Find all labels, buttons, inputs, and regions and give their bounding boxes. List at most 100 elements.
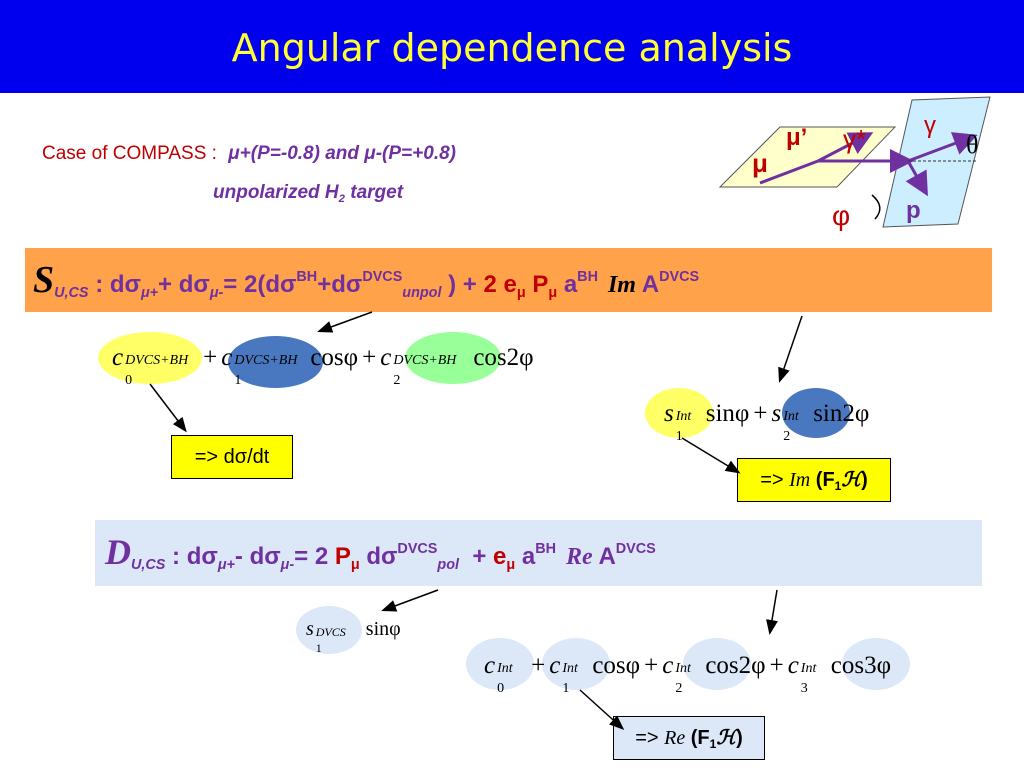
arrow-to-dsdt: [149, 383, 187, 433]
diff-p: P: [328, 542, 351, 570]
diff-colon: : d: [165, 542, 202, 570]
diff-eq: = 2: [294, 542, 329, 570]
diff-a-sup: BH: [535, 541, 556, 557]
re-box: => Re (F1ℋ): [613, 716, 765, 760]
arrow-to-c1: [317, 311, 373, 333]
re-box-f: (F: [685, 727, 710, 749]
arrow-to-im-box: [681, 437, 741, 474]
diff-sigma-3: σ: [381, 542, 398, 570]
sum-p: P: [525, 270, 549, 298]
diff-minus: - d: [234, 542, 265, 570]
sum-close: ) +: [441, 270, 477, 298]
proton-line: [905, 160, 928, 197]
sum-plus-2: +d: [317, 270, 346, 298]
s1: s: [664, 400, 674, 427]
cint2-c: c: [662, 652, 674, 679]
re-box-re: Re: [664, 727, 686, 749]
diff-sup-dvcs: DVCS: [397, 541, 438, 557]
s-plus: +: [753, 400, 768, 427]
c1-ellipse: [228, 336, 323, 388]
case-label: Case of COMPASS :: [42, 143, 217, 164]
target-prefix: unpolarized H: [213, 182, 339, 203]
s-dvcs-sin: sinφ: [365, 618, 401, 640]
c0-ellipse: [98, 332, 202, 384]
cint3-c: c: [787, 652, 799, 679]
s1-sub: 1: [675, 429, 683, 444]
diff-re: Re: [566, 543, 593, 570]
cos-2phi: cos2φ: [473, 344, 534, 371]
diff-e-sub: μ: [506, 556, 516, 573]
im-box-h: ℋ: [841, 469, 862, 491]
diff-symbol: D: [105, 531, 131, 572]
re-box-h: ℋ: [716, 727, 737, 749]
im-box-sub: 1: [834, 479, 842, 494]
arrow-to-re-box: [579, 689, 625, 731]
s-dvcs-sup: DVCS: [315, 625, 346, 639]
target-line: unpolarized H2 target: [213, 182, 403, 205]
cint-cos-2phi: cos2φ: [705, 652, 766, 679]
incoming-muon-line: [759, 159, 819, 185]
cint1-ellipse: [542, 638, 610, 690]
plus-2: +: [362, 344, 377, 371]
mu-label: μ: [752, 148, 768, 178]
diff-amp-sup: DVCS: [615, 541, 656, 557]
sum-formula: SU,CS : dσμ++ dσμ-= 2(dσBH+dσDVCSunpol )…: [33, 257, 699, 313]
sum-e-sub: μ: [516, 284, 526, 301]
sum-sigma-1: σ: [124, 270, 141, 298]
case-beams: μ+(P=-0.8) and μ-(P=+0.8): [228, 143, 456, 164]
sum-sigma-3: σ: [279, 270, 297, 298]
mu-prime-label: μ’: [786, 124, 808, 151]
sum-plus: + d: [158, 270, 194, 298]
scattered-muon-line: [817, 132, 874, 163]
diff-e: e: [486, 542, 507, 570]
arrow-to-s-dvcs: [381, 589, 439, 612]
sum-amp: A: [635, 270, 660, 298]
cint3-sup: Int: [800, 661, 817, 676]
c0: c: [112, 344, 124, 371]
cint0-sup: Int: [497, 661, 513, 676]
sum-formula-band: [25, 248, 992, 312]
arrow-to-s2: [778, 315, 803, 383]
sum-sub-unpol: unpol: [402, 284, 442, 301]
im-box-arrow: =>: [760, 469, 790, 491]
phi-angle-arc: [871, 194, 881, 220]
im-box: => Im (F1ℋ): [737, 458, 891, 502]
sum-im: Im: [607, 271, 636, 298]
diff-amp: A: [592, 542, 616, 570]
sum-amp-sup: DVCS: [659, 269, 700, 285]
s2-ellipse: [782, 388, 850, 438]
dsigma-dt-box: => dσ/dt: [171, 435, 293, 479]
s2-sub: 2: [783, 429, 791, 444]
s2: s: [771, 400, 782, 427]
diff-sub-2: μ-: [280, 556, 295, 573]
slide-title: Angular dependence analysis: [231, 26, 793, 70]
cint-plus-1: +: [531, 652, 546, 679]
c2-sub: 2: [393, 373, 401, 388]
cint1-c: c: [549, 652, 561, 679]
cint3-ellipse: [842, 638, 910, 690]
cint-plus-3: +: [769, 652, 784, 679]
sum-a: a: [557, 270, 578, 298]
case-line: Case of COMPASS : μ+(P=-0.8) and μ-(P=+0…: [42, 143, 456, 165]
sum-sup-dvcs: DVCS: [362, 269, 403, 285]
diff-sigma-2: σ: [264, 542, 281, 570]
phi-label: φ: [832, 200, 851, 231]
sum-two-e: 2 e: [476, 270, 517, 298]
sin-2phi: sin2φ: [813, 400, 870, 427]
sum-eq: = 2(d: [223, 270, 280, 298]
cos-phi: cosφ: [310, 344, 359, 371]
cint2-sub: 2: [675, 681, 683, 696]
target-suffix: target: [344, 182, 404, 203]
re-box-sub: 1: [709, 737, 717, 752]
cint0-c: c: [484, 652, 496, 679]
arrow-to-c-int: [766, 589, 778, 635]
sum-colon: : d: [88, 270, 125, 298]
target-subscript: 2: [338, 192, 345, 205]
diff-formula: DU,CS : dσμ+- dσμ-= 2 Pμ dσDVCSpol + eμ …: [105, 529, 656, 585]
sum-p-sub: μ: [548, 284, 558, 301]
sum-sigma-4: σ: [345, 270, 363, 298]
diff-sub-pol: pol: [437, 556, 459, 573]
sum-sub-2: μ-: [209, 284, 224, 301]
im-box-close: ): [861, 469, 868, 491]
